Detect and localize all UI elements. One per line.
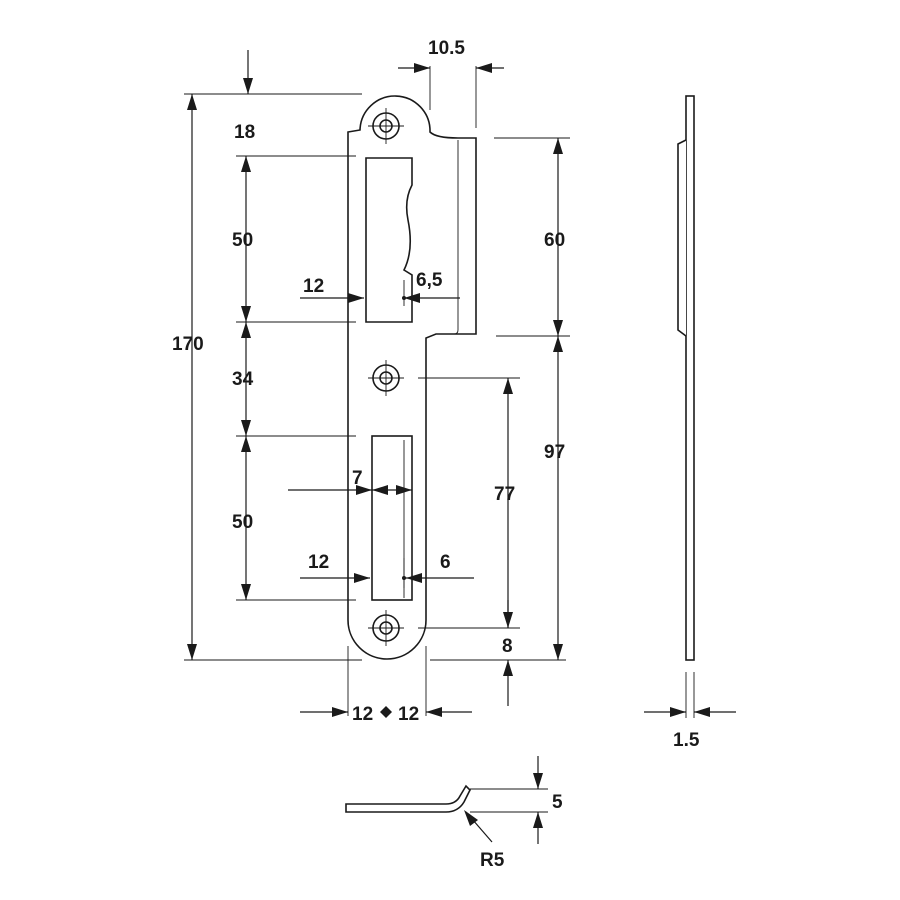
dim-total-length: 170 [172,334,204,355]
dim-upper-slot-inset: 12 [303,276,324,297]
slot-dimensions [288,280,474,588]
upper-slot [365,157,413,323]
bend-profile-view [345,756,548,844]
dim-thickness: 1.5 [673,730,700,751]
width-dimension [300,646,472,718]
strike-plate-side-view [644,95,736,718]
dim-bend-height: 5 [552,792,563,813]
dim-half-width-right: 12 [398,704,419,725]
strike-plate-front-view [347,95,477,660]
dim-lower-slot-width: 7 [352,468,363,489]
dim-lower-slot-depth: 6 [440,552,451,573]
dim-lower-slot-length: 50 [232,512,253,533]
dim-upper-slot-length: 50 [232,230,253,251]
right-dimensions [418,137,570,706]
dim-half-width-left: 12 [352,704,373,725]
lower-slot [371,435,413,601]
dim-upper-slot-depth: 6,5 [416,270,443,291]
screw-hole-top [368,108,404,144]
screw-hole-middle [368,360,404,396]
dim-hole-spacing: 77 [494,484,515,505]
left-dimensions [184,50,362,661]
dim-lip-width: 10.5 [428,38,465,59]
dim-lower-length: 97 [544,442,565,463]
dim-slot-gap: 34 [232,369,254,390]
dim-bottom-hole-offset: 8 [502,636,513,657]
lip-width-dimension [398,63,504,128]
dim-lower-slot-inset: 12 [308,552,329,573]
dim-bend-radius: R5 [480,850,505,871]
dim-top-offset: 18 [234,122,255,143]
dim-lip-length: 60 [544,230,565,251]
screw-hole-bottom [368,610,404,646]
